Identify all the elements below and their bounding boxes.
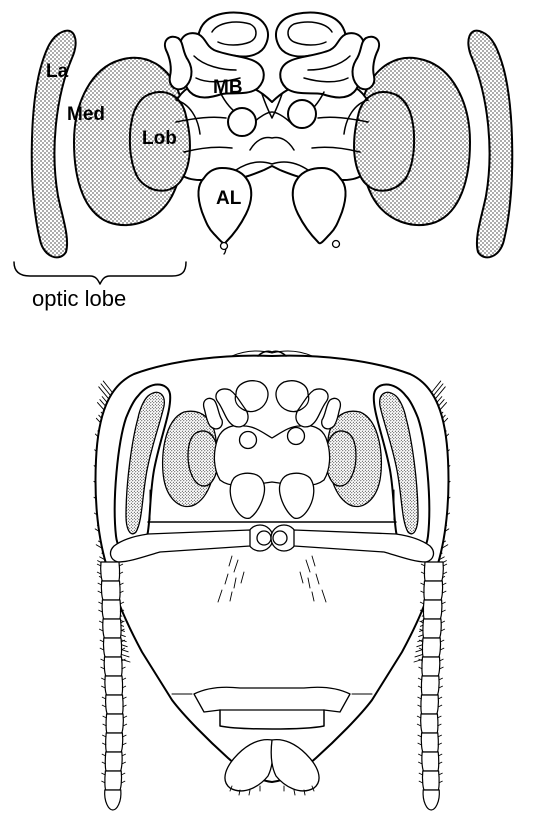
antennal-socket-left xyxy=(247,525,273,551)
flagellomere xyxy=(422,638,440,657)
flagellomere xyxy=(101,562,120,581)
flagellomere xyxy=(103,638,121,657)
flagellomere xyxy=(103,619,121,638)
flagellomere xyxy=(423,600,441,619)
flagellomere xyxy=(422,771,439,790)
flagellomere xyxy=(422,752,439,771)
antennal-nerve-right xyxy=(333,241,340,248)
antennal-lobe-right xyxy=(293,168,346,243)
head-hair xyxy=(432,381,441,392)
head-peduncle-right xyxy=(288,428,305,445)
flagellomere xyxy=(106,695,123,714)
antennal-socket-right xyxy=(271,525,297,551)
optic-lobe-bracket xyxy=(14,262,186,284)
flagellomere xyxy=(104,657,122,676)
label-med: Med xyxy=(67,104,105,125)
flagellomere xyxy=(422,657,440,676)
flagellomere xyxy=(421,676,439,695)
lamina-right xyxy=(468,31,512,258)
antennal-nerve-left xyxy=(221,243,228,250)
labrum xyxy=(194,687,350,712)
flagellomere xyxy=(421,714,438,733)
label-al: AL xyxy=(216,188,242,209)
flagellomere xyxy=(105,676,123,695)
flagellomere xyxy=(106,733,123,752)
mb-peduncle-right xyxy=(288,100,316,128)
optic-lobe-caption: optic lobe xyxy=(32,286,126,311)
flagellomere xyxy=(424,562,443,581)
flagellum-tip xyxy=(423,790,439,810)
head-peduncle-left xyxy=(240,432,257,449)
flagellomere xyxy=(105,752,122,771)
flagellomere xyxy=(105,771,122,790)
flagellomere xyxy=(102,600,120,619)
label-lob: Lob xyxy=(142,128,177,149)
mb-peduncle-left xyxy=(228,108,256,136)
head-diagram xyxy=(94,351,450,810)
lobula-right xyxy=(354,92,414,191)
flagellomere xyxy=(421,733,438,752)
flagellomere xyxy=(421,695,438,714)
mushroom-body-right xyxy=(276,13,379,98)
label-mb: MB xyxy=(213,77,243,98)
label-la: La xyxy=(46,61,69,82)
flagellomere xyxy=(424,581,443,600)
flagellum-tip xyxy=(105,790,121,810)
flagellomere xyxy=(423,619,441,638)
flagellomere xyxy=(101,581,120,600)
brain-diagram: La Med Lob MB AL optic lobe xyxy=(14,13,512,311)
head-hair xyxy=(103,381,112,392)
flagellomere xyxy=(106,714,123,733)
